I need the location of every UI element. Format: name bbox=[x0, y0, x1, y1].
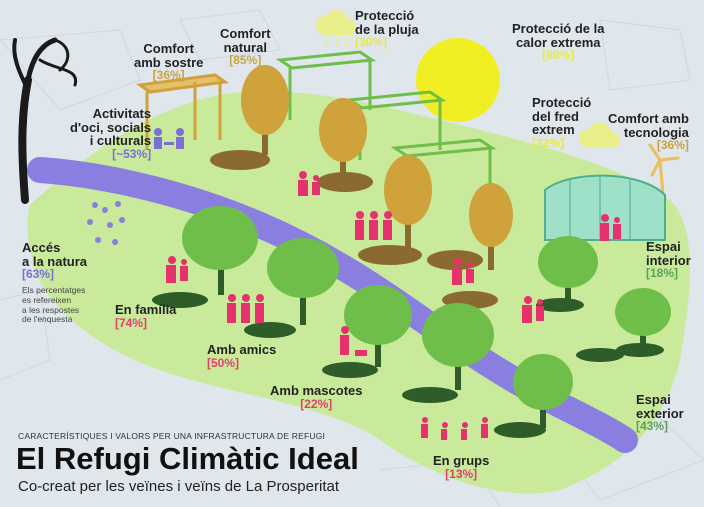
label-en-familia: En família [74%] bbox=[115, 302, 177, 330]
label-activitats: Activitats d'oci, socials i culturals [~… bbox=[70, 106, 152, 161]
green-trees bbox=[182, 206, 671, 428]
greenhouse bbox=[544, 174, 666, 241]
survey-note: Els percentatges es refereixen a les res… bbox=[22, 285, 86, 325]
label-proteccio-fred: Protecció del fred extrem [32%] bbox=[532, 95, 592, 150]
label-espai-exterior: Espai exterior [43%] bbox=[636, 392, 684, 434]
rain-cloud bbox=[316, 10, 356, 47]
pergola bbox=[135, 73, 230, 150]
dead-tree bbox=[12, 37, 78, 204]
ochre-trees bbox=[241, 65, 513, 270]
label-espai-interior: Espai interior [18%] bbox=[646, 239, 691, 281]
flowers bbox=[87, 201, 125, 245]
sun bbox=[416, 38, 500, 122]
green-tree-shadows bbox=[152, 292, 664, 438]
label-en-grups: En grups [13%] bbox=[433, 453, 490, 481]
people-figures bbox=[166, 171, 621, 440]
label-proteccio-pluja: Protecció de la pluja [30%] bbox=[355, 8, 419, 50]
label-comfort-tecnologia: Comfort amb tecnologia [36%] bbox=[608, 111, 689, 153]
page-title: El Refugi Climàtic Ideal bbox=[16, 441, 359, 476]
label-comfort-natural: Comfort natural [85%] bbox=[220, 26, 271, 68]
label-proteccio-calor: Protecció de la calor extrema [89%] bbox=[512, 21, 605, 63]
label-acces-natura: Accés a la natura [63%] bbox=[22, 240, 88, 282]
label-comfort-amb-sostre: Comfort amb sostre [36%] bbox=[134, 41, 204, 83]
label-amb-mascotes: Amb mascotes [22%] bbox=[270, 383, 363, 411]
title-kicker: CARACTERÍSTIQUES I VALORS PER UNA INFRAS… bbox=[18, 431, 326, 441]
page-subtitle: Co-creat per les veïnes i veïns de La Pr… bbox=[18, 478, 339, 495]
activity-figures bbox=[154, 128, 184, 149]
cold-cloud bbox=[579, 122, 620, 148]
label-amb-amics: Amb amics [50%] bbox=[207, 342, 277, 370]
